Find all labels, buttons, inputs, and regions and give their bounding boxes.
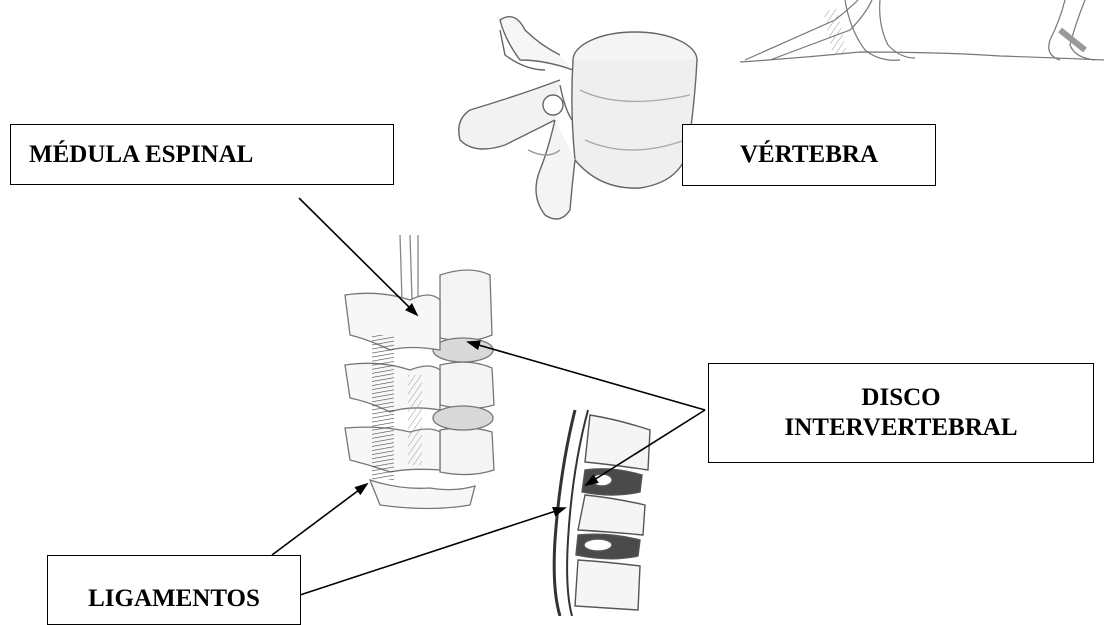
label-disco-line2: INTERVERTEBRAL bbox=[784, 413, 1017, 443]
label-medula-espinal: MÉDULA ESPINAL bbox=[10, 124, 394, 185]
label-ligamentos: LIGAMENTOS bbox=[47, 555, 301, 625]
arrow-ligamento-2 bbox=[300, 508, 565, 595]
disc-section-drawing bbox=[554, 410, 650, 616]
label-ligamentos-text: LIGAMENTOS bbox=[88, 584, 260, 614]
spine-column-drawing bbox=[345, 235, 494, 509]
label-disco-line1: DISCO bbox=[861, 383, 940, 413]
corner-sketch bbox=[740, 0, 1104, 62]
label-vertebra: VÉRTEBRA bbox=[682, 124, 936, 186]
label-vertebra-text: VÉRTEBRA bbox=[740, 140, 878, 170]
arrow-disco-1 bbox=[468, 342, 705, 410]
label-disco-intervertebral: DISCO INTERVERTEBRAL bbox=[708, 363, 1094, 463]
label-medula-text: MÉDULA ESPINAL bbox=[29, 140, 253, 170]
arrow-ligamento-1 bbox=[272, 484, 367, 555]
vertebra-drawing bbox=[459, 17, 697, 219]
